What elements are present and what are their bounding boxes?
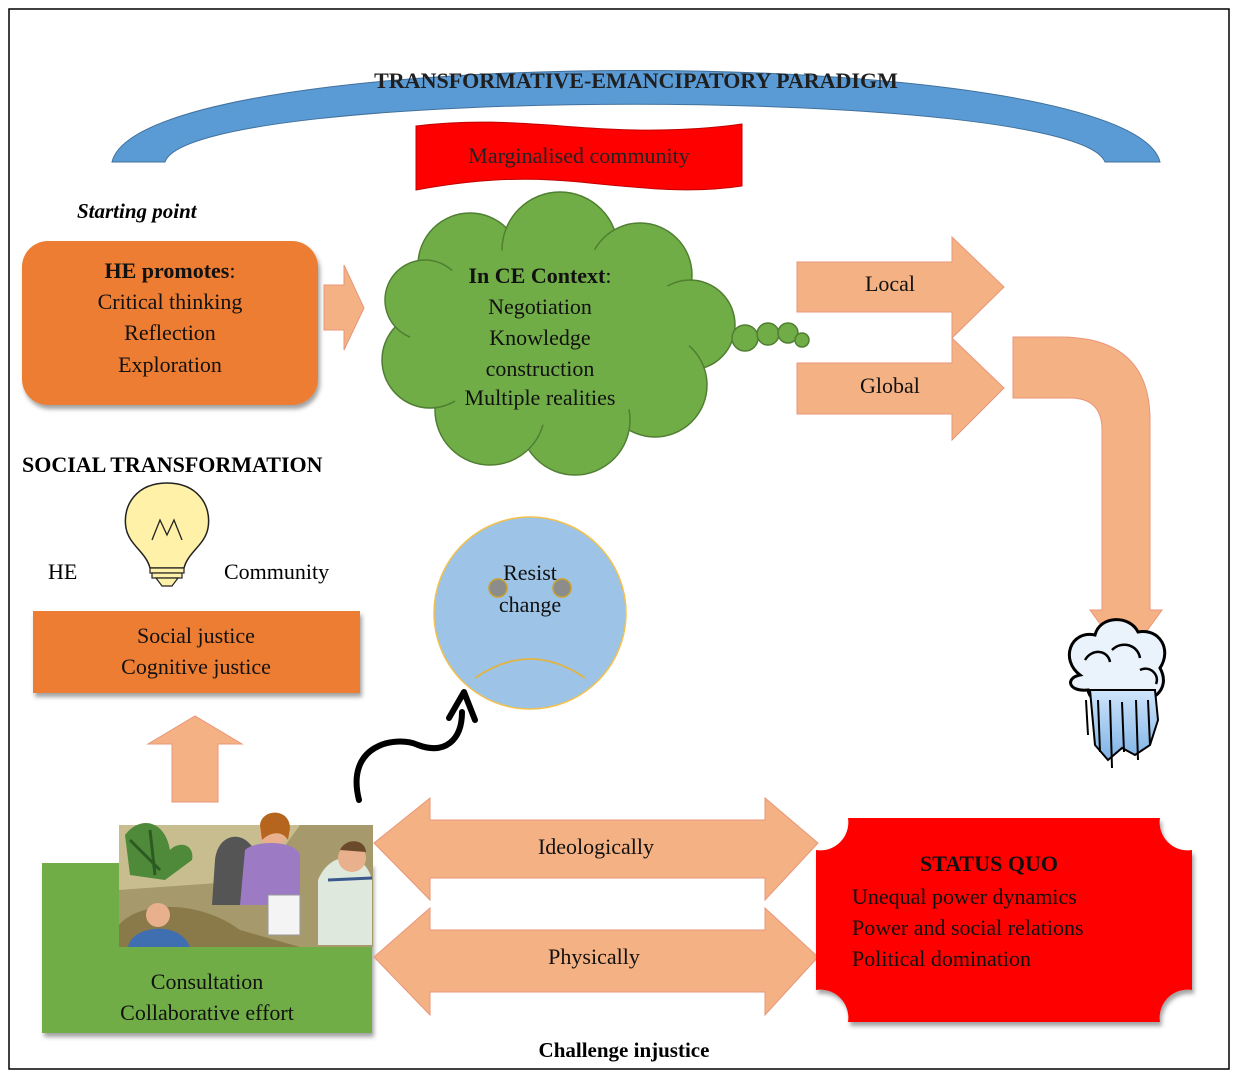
ideologically-arrow: [373, 796, 819, 902]
ce-context-cloud: [381, 191, 810, 476]
status-quo-item-unequal: Unequal power dynamics: [852, 884, 1077, 909]
arrow-up-to-justice: [146, 715, 244, 803]
he-item-reflection: Reflection: [124, 320, 216, 345]
he-promotes-title: HE promotes: [105, 258, 230, 283]
curved-arrow-to-face: [353, 709, 465, 803]
cloud-title: In CE Context: [468, 263, 606, 288]
cloud-heading: In CE Context:: [468, 263, 611, 288]
he-promotes-heading: HE promotes:: [105, 258, 236, 283]
justice-item-cognitive: Cognitive justice: [121, 654, 271, 679]
status-quo-title: STATUS QUO: [920, 851, 1058, 876]
sad-face-icon: [433, 516, 627, 710]
starting-point-caption: Starting point: [77, 199, 198, 223]
social-transformation-title: SOCIAL TRANSFORMATION: [22, 452, 323, 477]
challenge-injustice-caption: Challenge injustice: [539, 1038, 710, 1062]
cloud-item-knowledge: Knowledge: [489, 325, 590, 350]
collab-item-effort: Collaborative effort: [120, 1000, 294, 1025]
cloud-colon: :: [605, 263, 611, 288]
local-arrow: [796, 235, 1005, 340]
global-arrow: [796, 336, 1005, 442]
resist-line-1: Resist: [503, 560, 557, 585]
community-label: Community: [224, 559, 329, 584]
marginalised-label: Marginalised community: [468, 143, 689, 168]
status-quo-item-domination: Political domination: [852, 946, 1031, 971]
paradigm-arc: [111, 70, 1161, 163]
resist-line-2: change: [499, 592, 561, 617]
status-quo-item-relations: Power and social relations: [852, 915, 1084, 940]
cloud-item-negotiation: Negotiation: [488, 294, 592, 319]
he-item-exploration: Exploration: [118, 352, 222, 377]
collab-item-consultation: Consultation: [151, 969, 263, 994]
he-promotes-colon: :: [229, 258, 235, 283]
status-quo-box: [816, 818, 1192, 1022]
curved-arrow-head: [446, 689, 478, 723]
global-label: Global: [860, 373, 920, 398]
ideologically-label: Ideologically: [538, 834, 654, 859]
paradigm-title: TRANSFORMATIVE-EMANCIPATORY PARADIGM: [374, 68, 898, 93]
meeting-clipart: [119, 812, 373, 947]
rain-cloud-icon: [1067, 618, 1167, 769]
he-item-critical-thinking: Critical thinking: [98, 289, 243, 314]
cloud-item-multiple-realities: Multiple realities: [465, 385, 616, 410]
arrow-he-to-cloud: [323, 264, 365, 351]
justice-item-social: Social justice: [137, 623, 255, 648]
marginalised-banner: [415, 121, 743, 191]
local-label: Local: [865, 271, 915, 296]
cloud-item-construction: construction: [486, 356, 595, 381]
he-label: HE: [48, 559, 77, 584]
he-promotes-box: [22, 241, 318, 405]
physically-label: Physically: [548, 944, 640, 969]
justice-box: [33, 611, 360, 693]
bent-arrow-down: [1012, 336, 1163, 661]
light-bulb-icon: [124, 482, 210, 587]
